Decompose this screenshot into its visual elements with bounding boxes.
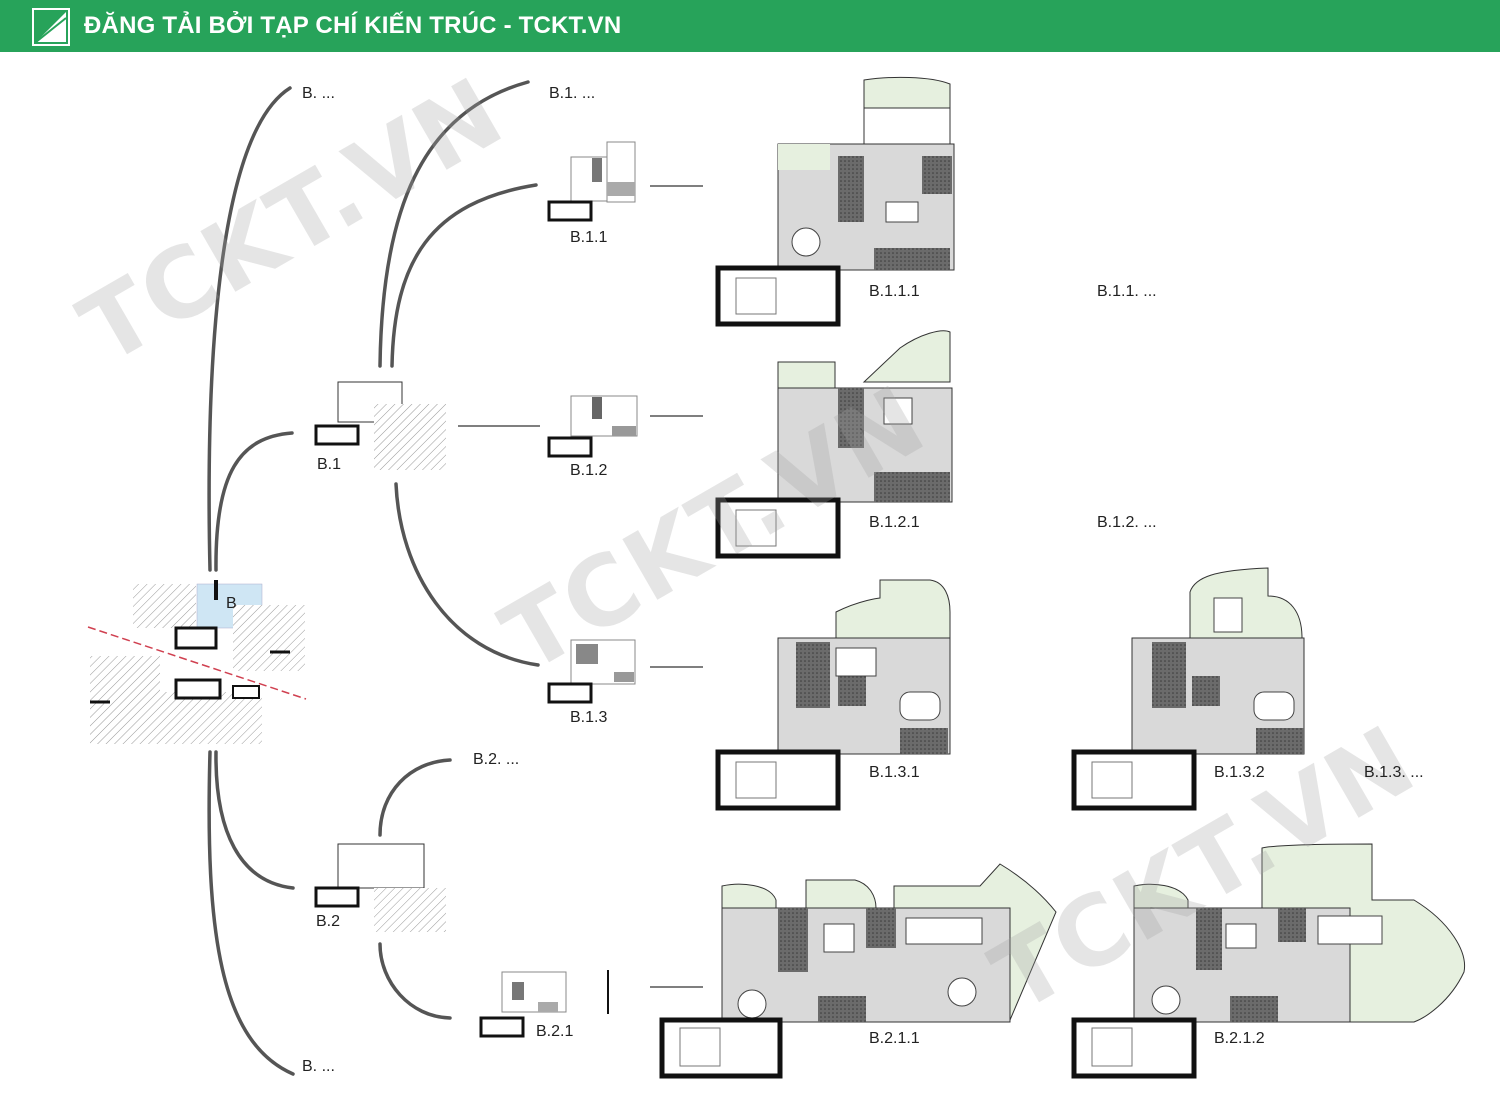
root-zone-label: B (226, 595, 237, 612)
branch-b11-label: B.1.1 (570, 229, 608, 246)
thumb-b11 (547, 141, 636, 222)
plan-b212-label: B.2.1.2 (1214, 1030, 1265, 1047)
plan-b11-more-label: B.1.1. ... (1097, 283, 1157, 300)
plan-b131 (715, 579, 951, 811)
thumb-b13 (547, 639, 636, 704)
plan-b211-label: B.2.1.1 (869, 1030, 920, 1047)
header-banner: ĐĂNG TẢI BỞI TẠP CHÍ KIẾN TRÚC - TCKT.VN (0, 0, 1500, 52)
branch-b12-label: B.1.2 (570, 462, 608, 479)
b1-plan (314, 381, 446, 470)
branch-b1-label: B.1 (317, 456, 342, 473)
plan-b13-more-label: B.1.3. ... (1364, 764, 1424, 781)
plan-b212 (1071, 843, 1466, 1079)
connector-straight (458, 185, 703, 988)
branch-b2-more-label: B.2. ... (473, 751, 520, 768)
banner-title: ĐĂNG TẢI BỞI TẠP CHÍ KIẾN TRÚC - TCKT.VN (84, 12, 622, 39)
plan-b132-label: B.1.3.2 (1214, 764, 1265, 781)
branch-b2-label: B.2 (316, 913, 341, 930)
plan-b111 (715, 76, 955, 327)
thumb-b21 (479, 970, 609, 1038)
connector-lines (207, 80, 540, 1076)
plan-b121-label: B.1.2.1 (869, 514, 920, 531)
plan-b121 (715, 330, 953, 559)
plan-b211 (659, 863, 1057, 1079)
branch-b-bottom-label: B. ... (302, 1058, 335, 1075)
diagram-canvas: TCKT.VN TCKT.VN TCKT.VN B B. ... B. ... … (0, 52, 1500, 1115)
thumb-b12 (547, 395, 638, 458)
branch-b1-more-label: B.1. ... (549, 85, 596, 102)
plan-b132 (1071, 567, 1305, 811)
tree-diagram (87, 76, 1466, 1079)
branch-b-top-label: B. ... (302, 85, 335, 102)
branch-b13-label: B.1.3 (570, 709, 608, 726)
plan-b131-label: B.1.3.1 (869, 764, 920, 781)
b2-plan (314, 843, 446, 932)
root-floor-plan (87, 580, 307, 744)
branch-b21-label: B.2.1 (536, 1023, 574, 1040)
plan-b111-label: B.1.1.1 (869, 283, 920, 300)
plan-b12-more-label: B.1.2. ... (1097, 514, 1157, 531)
tckt-logo-icon (32, 8, 70, 46)
